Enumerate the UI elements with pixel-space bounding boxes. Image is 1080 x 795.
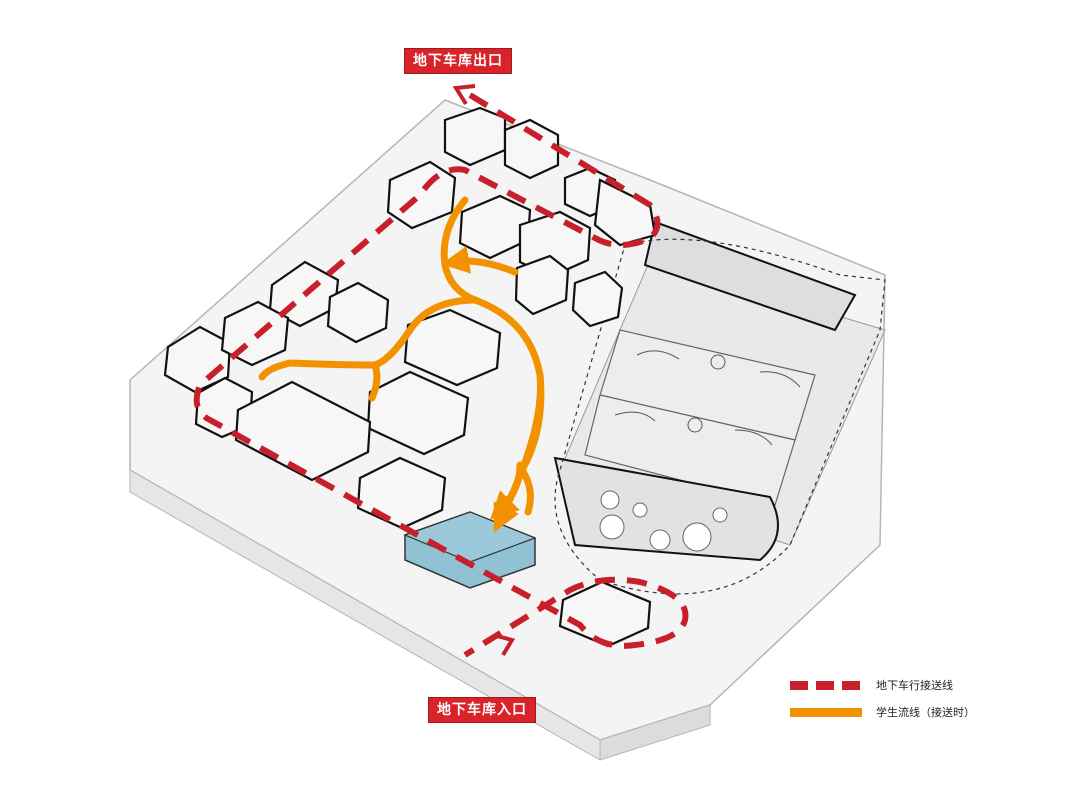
car-route-line bbox=[193, 92, 689, 658]
legend-car-route-swatch bbox=[790, 680, 862, 690]
entry-arrowhead bbox=[496, 634, 516, 657]
legend-student-route-label: 学生流线（接送时） bbox=[876, 706, 975, 719]
exit-tag: 地下车库出口 bbox=[404, 48, 512, 74]
entry-tag: 地下车库入口 bbox=[428, 697, 536, 723]
stand-north bbox=[643, 220, 857, 332]
exit-arrowhead bbox=[452, 84, 476, 106]
legend-car-route: 地下车行接送线 bbox=[790, 677, 953, 693]
student-route-lines bbox=[258, 196, 545, 533]
legend-student-route: 学生流线（接送时） bbox=[790, 704, 975, 720]
sports-field bbox=[553, 220, 886, 562]
legend-student-route-swatch bbox=[790, 707, 862, 717]
legend-car-route-label: 地下车行接送线 bbox=[876, 679, 953, 692]
